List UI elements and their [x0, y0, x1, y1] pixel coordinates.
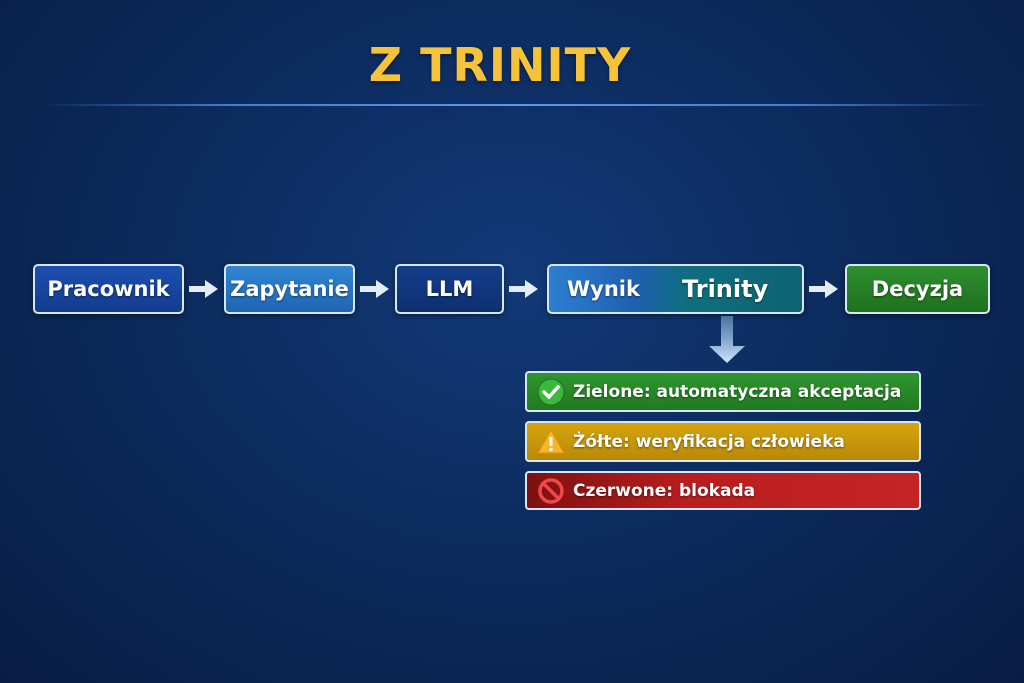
arrow-right-icon [509, 280, 538, 298]
status-label: Zielone: automatyczna akceptacja [573, 381, 902, 402]
arrow-right-icon [360, 280, 389, 298]
node-label-wynik: Wynik [567, 277, 640, 301]
node-label: Decyzja [871, 277, 964, 301]
status-red: Czerwone: blokada [525, 471, 921, 510]
title-divider [40, 104, 990, 106]
status-label: Czerwone: blokada [573, 480, 756, 501]
node-wynik-trinity: Wynik Trinity [547, 264, 804, 314]
status-yellow: Żółte: weryfikacja człowieka [525, 421, 921, 462]
page-title: Z TRINITY [368, 38, 632, 92]
warning-icon [537, 428, 565, 456]
arrow-down-icon [709, 316, 745, 363]
node-decyzja: Decyzja [845, 264, 990, 314]
arrow-right-icon [809, 280, 838, 298]
check-circle-icon [537, 378, 565, 406]
status-label: Żółte: weryfikacja człowieka [573, 431, 845, 452]
prohibited-icon [537, 477, 565, 505]
arrow-right-icon [189, 280, 218, 298]
node-pracownik: Pracownik [33, 264, 184, 314]
status-green: Zielone: automatyczna akceptacja [525, 371, 921, 412]
node-label-trinity: Trinity [682, 275, 769, 303]
node-label: Zapytanie [230, 277, 349, 301]
node-zapytanie: Zapytanie [224, 264, 355, 314]
node-label: LLM [425, 277, 474, 301]
node-label: Pracownik [47, 277, 170, 301]
node-llm: LLM [395, 264, 504, 314]
